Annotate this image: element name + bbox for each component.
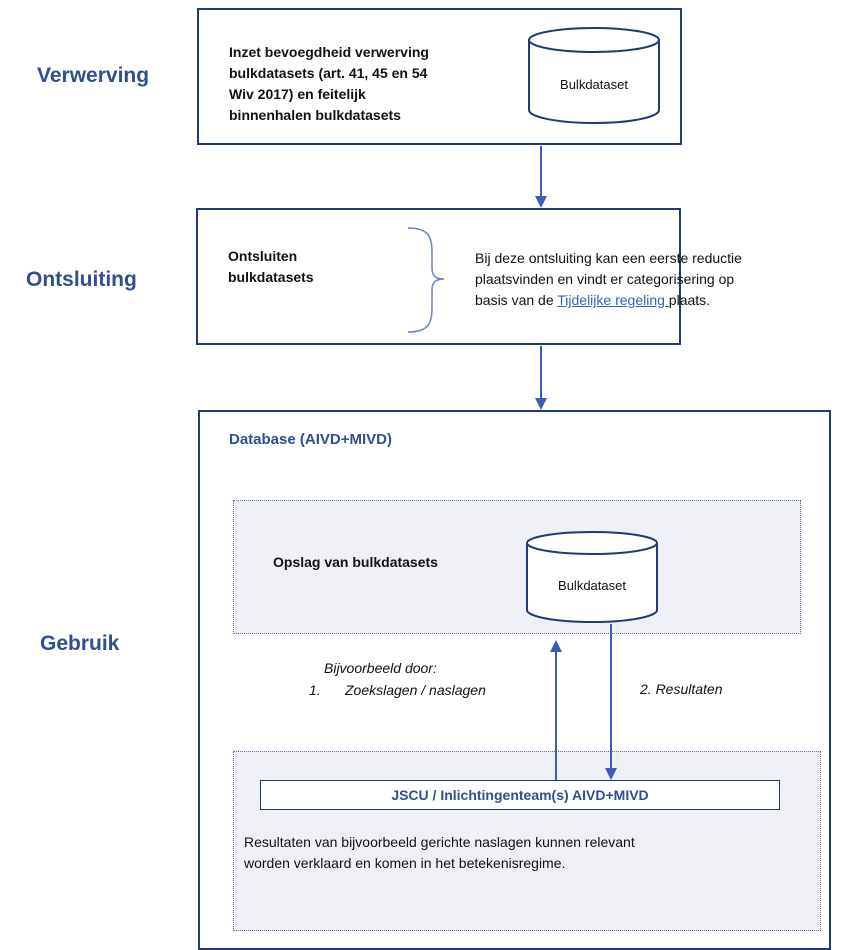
ontsluiten-line-2: bulkdatasets xyxy=(228,269,314,285)
example-item-text: Zoekslagen / naslagen xyxy=(345,682,486,698)
phase-label-verwerving: Verwerving xyxy=(37,64,150,87)
curly-brace-icon xyxy=(407,227,445,333)
bulkdataset-label-storage: Bulkdataset xyxy=(558,578,626,593)
storage-label: Opslag van bulkdatasets xyxy=(273,554,438,570)
description-suffix: plaats. xyxy=(668,292,711,308)
database-title: Database (AIVD+MIVD) xyxy=(229,431,392,448)
verwerving-line-1: Inzet bevoegdheid verwerving xyxy=(229,44,429,60)
ontsluiting-description-1: Bij deze ontsluiting kan een eerste redu… xyxy=(475,250,742,266)
ontsluiting-box xyxy=(196,208,681,345)
ontsluiting-description-3: basis van de Tijdelijke regeling plaats. xyxy=(475,290,710,310)
bulkdataset-cylinder-icon xyxy=(528,27,660,124)
bulkdataset-label-top: Bulkdataset xyxy=(560,77,628,92)
ontsluiten-line-1: Ontsluiten xyxy=(228,248,298,264)
verwerving-line-3: Wiv 2017) en feitelijk xyxy=(229,86,366,102)
bulkdataset-cylinder-icon-storage xyxy=(526,531,658,623)
tijdelijke-regeling-link[interactable]: Tijdelijke regeling xyxy=(557,292,669,308)
verwerving-line-2: bulkdatasets (art. 41, 45 en 54 xyxy=(229,65,428,81)
phase-label-ontsluiting: Ontsluiting xyxy=(26,268,137,291)
verwerving-line-4: binnenhalen bulkdatasets xyxy=(229,107,401,123)
example-heading: Bijvoorbeeld door: xyxy=(324,660,437,676)
ontsluiting-description-2: plaatsvinden en vindt er categorisering … xyxy=(475,271,735,287)
results-description-2: worden verklaard en komen in het beteken… xyxy=(244,855,566,871)
phase-label-gebruik: Gebruik xyxy=(40,632,120,655)
description-prefix: basis van de xyxy=(475,292,558,308)
jscu-box xyxy=(260,780,780,810)
results-description-1: Resultaten van bijvoorbeeld gerichte nas… xyxy=(244,834,635,850)
results-label: 2. Resultaten xyxy=(640,681,723,697)
storage-area xyxy=(233,500,801,634)
example-item-number: 1. xyxy=(309,682,321,698)
jscu-label: JSCU / Inlichtingenteam(s) AIVD+MIVD xyxy=(391,787,649,803)
